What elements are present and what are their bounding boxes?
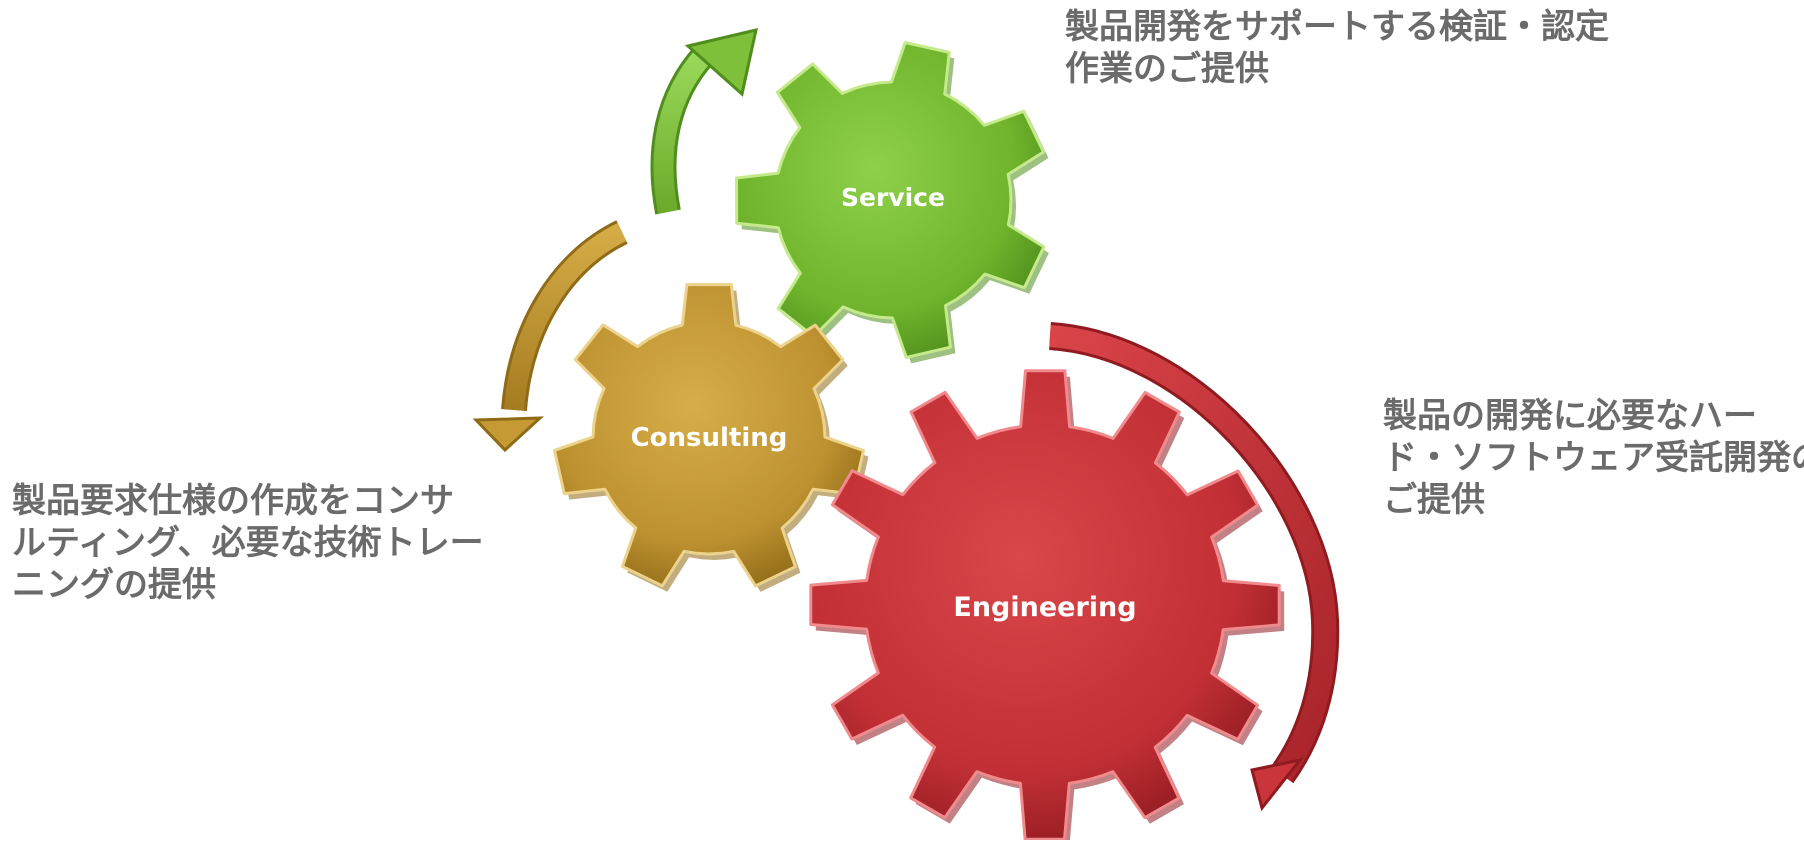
- consulting-description-line: ニングの提供: [12, 565, 216, 605]
- engineering-cycle-arrow: [1048, 322, 1340, 812]
- engineering-description: 製品の開発に必要なハー ド・ソフトウェア受託開発の ご提供: [1383, 395, 1804, 521]
- engineering-gear-label: Engineering: [953, 592, 1136, 623]
- consulting-description-line: 製品要求仕様の作成をコンサ: [12, 481, 454, 521]
- service-description-line: 製品開発をサポートする検証・認定: [1065, 7, 1609, 47]
- consulting-description-line: ルティング、必要な技術トレー: [12, 523, 484, 563]
- consulting-gear-label: Consulting: [631, 423, 788, 453]
- engineering-description-line: ご提供: [1383, 480, 1485, 520]
- gear-body: [735, 41, 1046, 359]
- consulting-cycle-arrow: [472, 220, 628, 453]
- engineering-description-line: ド・ソフトウェア受託開発の: [1383, 438, 1804, 478]
- service-description: 製品開発をサポートする検証・認定 作業のご提供: [1065, 6, 1609, 90]
- consulting-gear: [553, 283, 869, 592]
- service-gear: [735, 41, 1049, 364]
- engineering-description-line: 製品の開発に必要なハー: [1383, 396, 1757, 436]
- service-cycle-arrow: [650, 27, 758, 215]
- gear-body: [809, 369, 1281, 841]
- service-gear-label: Service: [841, 183, 945, 212]
- consulting-description: 製品要求仕様の作成をコンサ ルティング、必要な技術トレー ニングの提供: [12, 480, 484, 606]
- service-description-line: 作業のご提供: [1065, 49, 1269, 89]
- gear-body: [553, 283, 865, 588]
- engineering-gear: [809, 369, 1285, 844]
